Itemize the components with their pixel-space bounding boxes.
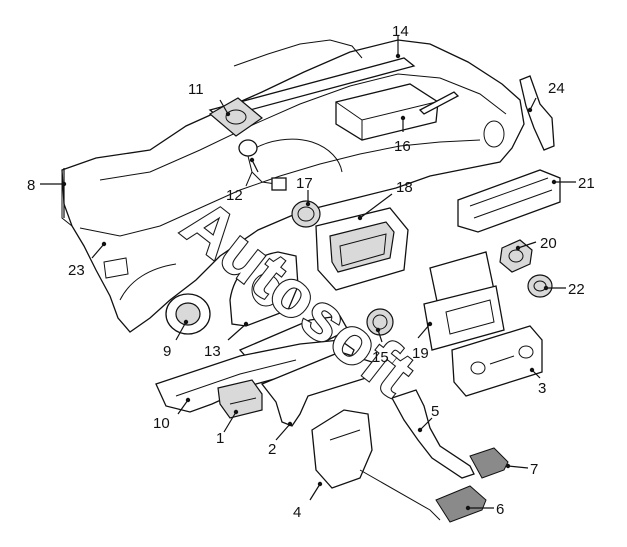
- callout-23: 23: [68, 262, 85, 279]
- callout-6: 6: [496, 501, 504, 518]
- part-7-pedal-pad: [469, 447, 509, 479]
- callout-17: 17: [296, 175, 313, 192]
- callout-18: 18: [396, 179, 413, 196]
- callout-14: 14: [392, 23, 409, 40]
- callout-20: 20: [540, 235, 557, 252]
- part-17-round-vent: [291, 200, 321, 228]
- callout-1: 1: [216, 430, 224, 447]
- part-4-pedal-box: [311, 409, 441, 521]
- part-22-knob: [527, 274, 553, 298]
- callout-21: 21: [578, 175, 595, 192]
- part-5-pedal-arm: [391, 389, 475, 479]
- callout-4: 4: [293, 504, 301, 521]
- leader-dots: [61, 53, 557, 511]
- part-21-switch-panel: [457, 169, 561, 233]
- part-12-wiring-connector: [238, 139, 287, 191]
- callout-13: 13: [204, 343, 221, 360]
- part-18-center-bezel: [315, 207, 409, 291]
- part-16-airbag-module: [335, 83, 460, 141]
- callout-labels: 1 2 3 4 5 6 7 8 9 10 11 12 13 14 15 16 1…: [27, 23, 595, 521]
- callout-24: 24: [548, 80, 565, 97]
- callout-5: 5: [431, 403, 439, 420]
- part-13-instrument-cluster: [229, 251, 299, 327]
- part-2-trim-strip: [260, 351, 373, 427]
- callout-3: 3: [538, 380, 546, 397]
- callout-11: 11: [188, 81, 204, 98]
- callout-15: 15: [372, 349, 389, 366]
- callout-9: 9: [163, 343, 171, 360]
- callout-8: 8: [27, 177, 35, 194]
- part-3-climate-panel: [451, 325, 543, 397]
- callout-16: 16: [394, 138, 411, 155]
- callout-12: 12: [226, 187, 243, 204]
- part-9-column-shroud: [165, 293, 211, 335]
- part-19-radio-unit: [423, 251, 505, 351]
- callout-22: 22: [568, 281, 585, 298]
- part-24-bracket: [519, 75, 555, 151]
- callout-2: 2: [268, 441, 276, 458]
- part-6-pedal-pad: [435, 485, 487, 523]
- part-11-pad: [208, 97, 263, 137]
- part-1-switch-block: [217, 379, 263, 419]
- callout-7: 7: [530, 461, 538, 478]
- part-20-switch: [499, 239, 533, 273]
- callout-19: 19: [412, 345, 429, 362]
- part-15-ignition-switch: [366, 308, 394, 336]
- callout-10: 10: [153, 415, 170, 432]
